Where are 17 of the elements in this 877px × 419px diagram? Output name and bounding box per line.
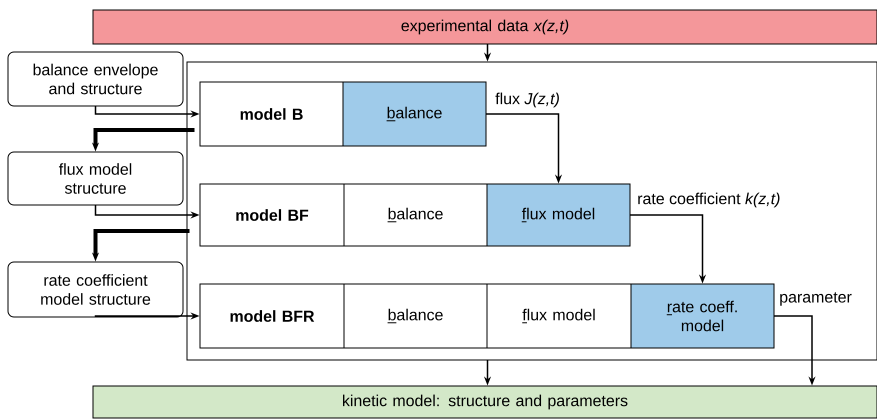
result-bar: kinetic model: structure and parameters [92,386,877,418]
model-cell: flux model [486,184,630,246]
model-cell: model BFR [200,284,344,348]
model-cell: model B [200,82,344,146]
data-bar: experimental data x(z,t) [92,10,877,44]
model-cell: flux model [486,284,632,348]
edge-label: flux J(z,t) [494,92,561,108]
edge-label: rate coefficient k(z,t) [636,192,782,208]
input-box: balance envelope and structure [8,52,184,106]
model-cell: balance [342,82,486,146]
input-box: flux model structure [8,152,184,206]
model-cell: model BF [200,184,344,246]
model-cell: balance [344,284,488,348]
model-cell: balance [344,184,488,246]
model-cell: rate coeff. model [630,284,774,348]
input-box: rate coefficient model structure [8,262,184,318]
edge-label: parameter [778,291,853,307]
